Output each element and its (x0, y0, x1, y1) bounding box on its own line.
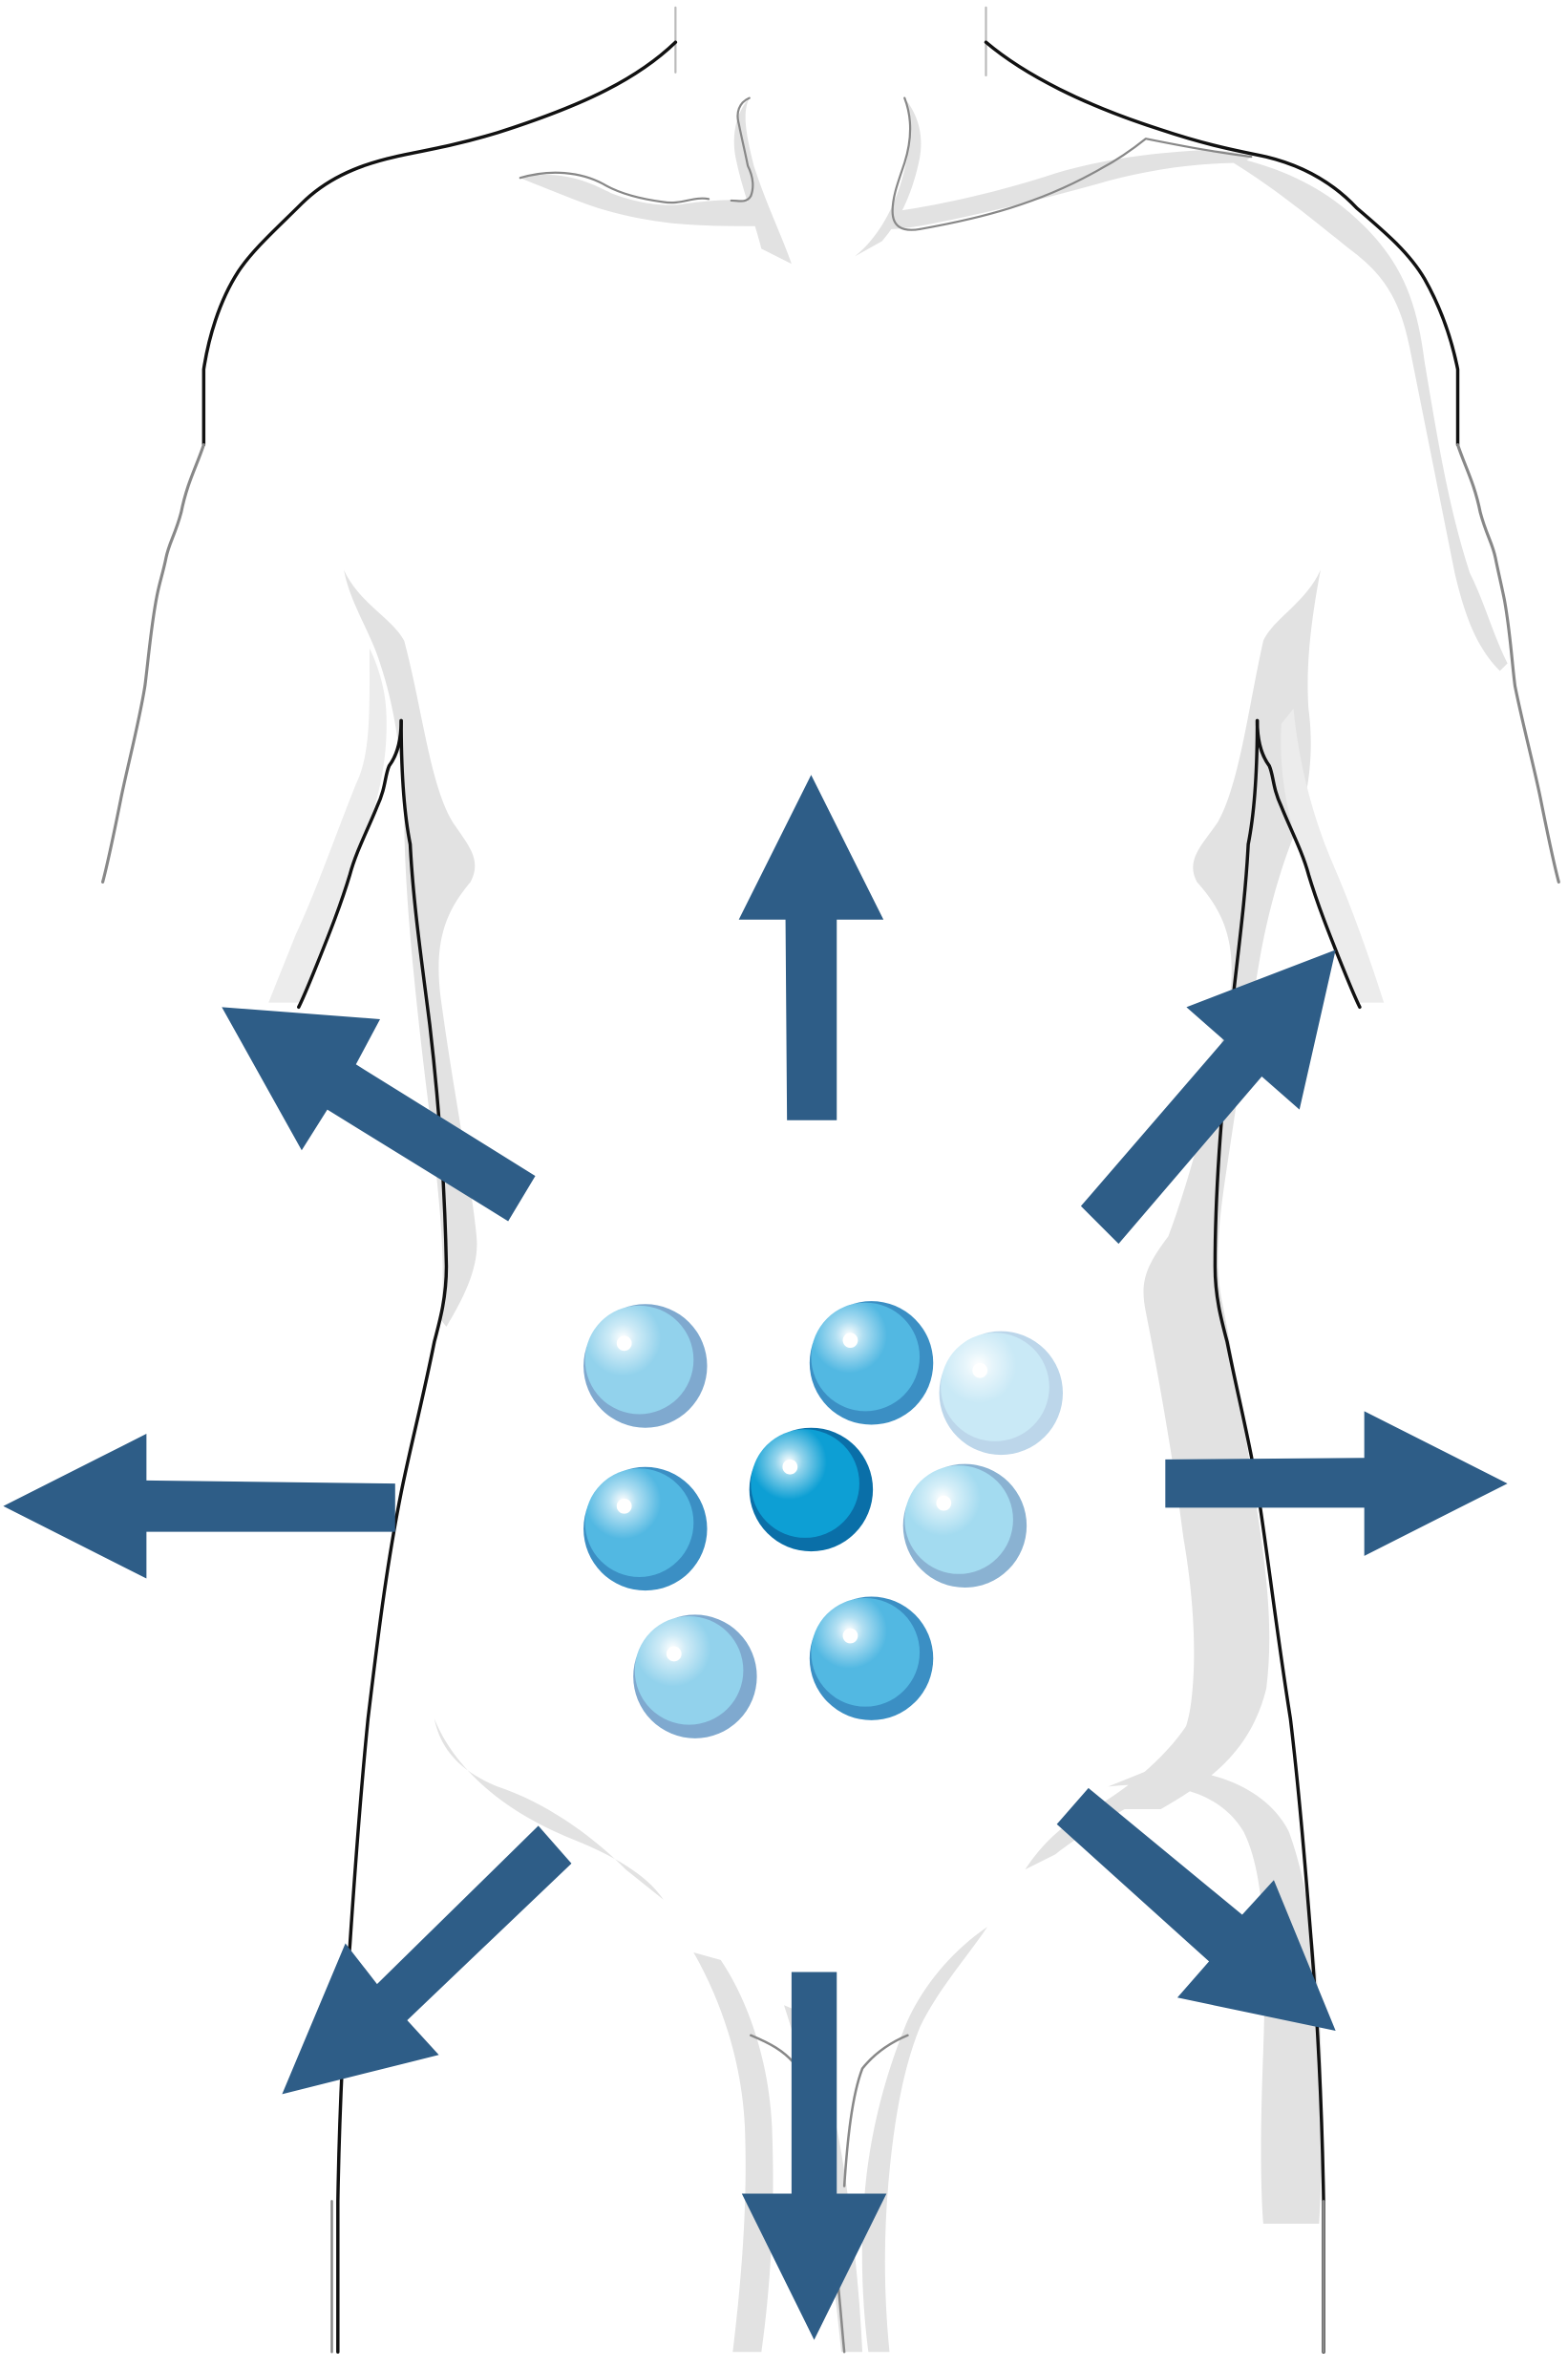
particle-top-right-highlight (941, 1333, 1049, 1441)
particle-top-right (939, 1331, 1063, 1456)
right-collar-outline (891, 96, 922, 231)
particle-top-center-highlight (811, 1302, 921, 1412)
particle-mid-right-specular (936, 1495, 952, 1511)
arrow-group (3, 775, 1508, 2340)
left-neck-outline (730, 96, 754, 203)
right-inner-leg-shading (861, 1927, 988, 2353)
particle-center (749, 1427, 874, 1552)
particle-top-left-specular (616, 1335, 632, 1352)
left-waist-shading (344, 569, 477, 1327)
arrow-down-left (282, 1825, 572, 2095)
particle-mid-right (902, 1463, 1028, 1588)
right-leg-shading (1108, 1770, 1323, 2225)
particle-center-specular (782, 1459, 798, 1475)
right-collarbone-shading (889, 150, 1252, 229)
particle-bottom-right-specular (842, 1628, 858, 1644)
right-torso-line (1255, 718, 1362, 1010)
particle-top-center-specular (842, 1333, 858, 1349)
particle-cluster (583, 1301, 1063, 1738)
arrow-up-right (1080, 949, 1336, 1245)
particle-mid-right-highlight (904, 1465, 1013, 1574)
particle-bottom-right (809, 1596, 934, 1720)
right-shoulder-shading (1218, 153, 1508, 672)
left-torso-line (297, 718, 403, 1010)
right-shoulder-outline (918, 138, 1253, 231)
particle-top-left-highlight (584, 1305, 694, 1415)
right-arm-shading (1281, 708, 1385, 1003)
arrow-up (738, 775, 884, 1120)
right-waist-shading (1123, 569, 1321, 1810)
arrow-right (1165, 1411, 1508, 1556)
left-collar-outline (519, 171, 710, 204)
neck-right-shading (855, 97, 922, 257)
body-outline (101, 6, 1560, 2354)
particle-top-left (583, 1304, 708, 1428)
left-inner-leg-shading (693, 1951, 773, 2353)
particle-top-center (809, 1301, 934, 1425)
left-arm-shading (268, 648, 387, 1003)
arrow-down (741, 1972, 887, 2340)
arrow-up-left (222, 1007, 536, 1222)
arrow-down-right (1056, 1787, 1336, 2032)
particle-bottom-right-highlight (811, 1598, 921, 1707)
particle-mid-left-highlight (584, 1468, 694, 1577)
right-waist-line (1213, 718, 1325, 2354)
particle-mid-left-specular (616, 1498, 632, 1514)
left-shoulder-line (201, 40, 678, 447)
left-collarbone-shading (519, 174, 762, 226)
left-waist-line (336, 718, 449, 2354)
particle-bottom-left (633, 1614, 757, 1738)
arrow-left (3, 1434, 395, 1579)
particle-center-highlight (751, 1429, 859, 1538)
particle-bottom-left-highlight (634, 1615, 744, 1725)
left-arm-line (101, 443, 205, 884)
particle-mid-left (583, 1466, 708, 1591)
particle-top-right-specular (972, 1362, 988, 1378)
leg-inner-right-line (842, 2034, 909, 2187)
neck-left-shading (733, 97, 792, 265)
right-arm-line (1455, 443, 1560, 884)
particle-bottom-left-specular (666, 1646, 682, 1662)
right-shoulder-line (984, 40, 1460, 447)
